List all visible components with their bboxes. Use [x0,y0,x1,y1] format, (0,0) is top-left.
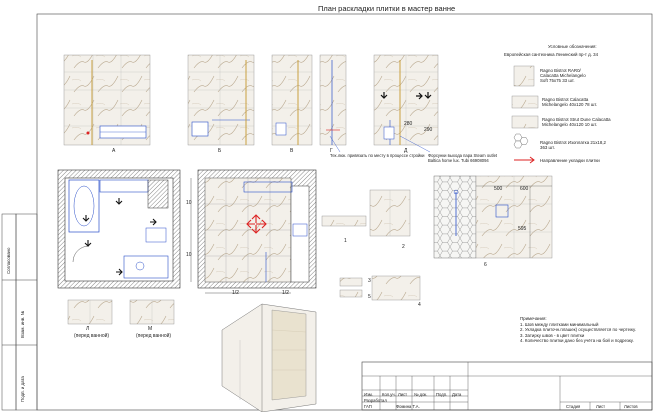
elevation-label-b: Б [218,148,222,154]
notes-line-2: 2. Укладка плиточн.плашек) осуществляетс… [520,327,636,333]
tb-col-2: Кол.уч. [382,392,396,397]
legend-address: Европейская сантехника Ленинский пр-т д.… [504,52,599,57]
notes-line-3: 3. Затирку швов - в цвет плитки [520,332,585,338]
tb-col-1: Изм. [364,392,373,397]
legend-item-5: Направление укладки плитки [540,158,600,163]
tb-sheet: Лист [596,404,606,409]
legend-item-3: Ragno Bistrot Strut Dune Calacatta Miche… [542,117,611,127]
callout-steam: Форсунки выхода пара Steam outlet Baltic… [428,153,497,163]
notes-line-1: 1. Шов между плитками минимальный [520,321,599,327]
dim-290: 290 [424,127,433,133]
legend-item-4-line1: Ragno Bistrot Изоплатка 21х18,2 [540,140,606,145]
dim-280: 280 [404,121,413,127]
bathroom-plan [57,169,181,289]
legend-item-1-line2: Calacatta Michelangelo [540,73,586,79]
sheet-title: План раскладки плитки в мастер ванне [318,4,456,13]
plan-dim-h: 10 [186,200,192,206]
stamp-column [1,213,38,411]
legend-swatches [511,65,539,164]
piece-3: 3 [368,278,371,284]
tile-pieces [321,189,421,301]
tb-developed: Разработал [364,398,387,403]
legend-item-4-qty: 363 шт. [540,145,555,151]
elevation-b [187,54,255,146]
tb-col-4: № док. [414,392,428,397]
dim-595: 595 [518,226,527,232]
piece-2: 2 [402,244,405,250]
legend-item-4: Ragno Bistrot Изоплатка 21х18,2 363 шт. [540,140,606,150]
piece-1: 1 [344,238,347,244]
title-block [361,361,653,411]
callout-hatch: Тех.люк. привязать по месту в процессе с… [330,153,425,159]
notes-line-4: 4. Количество плитки дано без учёта на б… [520,338,634,344]
legend-swatch-75x75 [513,65,535,87]
shower-elevation-e [433,175,553,259]
piece-6: 6 [484,262,487,268]
strip-l-letter: Л [86,326,90,332]
legend-item-2-qty: 78 шт. [584,102,598,108]
legend-swatch-strut [511,115,539,129]
tb-stage: Стадия [566,404,581,409]
tb-gap: ГАП [364,404,372,409]
callout-steam-line1: Форсунки выхода пара Steam outlet [428,153,498,158]
legend-item-1: Ragno Bistrot RAR0/ Calacatta Michelange… [540,68,586,84]
legend-item-1-line3: Soft 75x75 [540,78,561,84]
legend-item-2: Ragno Bistrot Calacatta Michelangelo 40x… [542,97,597,107]
piece-5: 5 [368,294,371,300]
legend-heading: Условные обозначения: [548,44,597,49]
legend-item-2-line2: Michelangelo 40x120 [542,102,584,108]
legend-swatch-40x120 [511,95,539,109]
plan-dim-h2: 10 [186,252,192,258]
tb-col-6: Дата [452,392,462,397]
legend-item-3-line1: Ragno Bistrot Strut Dune Calacatta [542,117,611,122]
elevation-g [319,54,347,146]
legend-item-2-line1: Ragno Bistrot Calacatta [542,97,589,102]
legend-item-1-qty: 33 шт. [562,78,575,84]
dim-500: 500 [494,186,503,192]
stamp-sign: Подп. и дата [20,376,25,402]
shower-3d-view [221,303,317,412]
stamp-agreed: Согласовано [6,247,11,274]
plan-dim-w2: 1/2 [282,290,289,296]
tb-col-5: Подп. [436,392,448,397]
elevation-a [63,54,151,146]
dim-600: 600 [520,186,529,192]
legend-swatch-hex [513,133,529,149]
piece-4: 4 [418,302,421,308]
elevation-label-g: Г [330,148,333,154]
tb-sheets: Листов [624,404,638,409]
tb-name: Фомина Т.А. [396,404,420,409]
plan-dim-w1: 1/2 [232,290,239,296]
stamp-inv: Взам. инв. № [20,310,25,338]
legend-direction-arrow [514,156,535,164]
elevation-label-a: А [112,148,116,154]
strip-m-letter: М [148,326,153,332]
legend-item-1-line1: Ragno Bistrot RAR0/ [540,68,581,73]
legend-item-3-qty: 10 шт. [584,122,598,128]
callout-steam-line2: Baltica home lux. Tubi 66908094 [428,158,489,163]
elevation-label-v: В [290,148,294,154]
strip-m-caption: (перед ванной) [136,333,172,339]
elevation-v [271,54,313,146]
tb-col-3: Лист [398,392,408,397]
elevation-d [373,54,439,146]
legend-item-3-line2: Michelangelo 40x120 [542,122,584,128]
sheet-border [36,13,653,411]
elevation-label-d: Д [404,148,408,154]
floor-tile-plan [190,169,317,294]
callout-hatch-text: Тех.люк. привязать по месту в процессе с… [330,153,425,158]
floor-strips [67,299,175,325]
notes: Примечания: 1. Шов между плитками минима… [520,316,636,344]
strip-l-caption: (перед ванной) [74,333,110,339]
notes-heading: Примечания: [520,316,547,321]
